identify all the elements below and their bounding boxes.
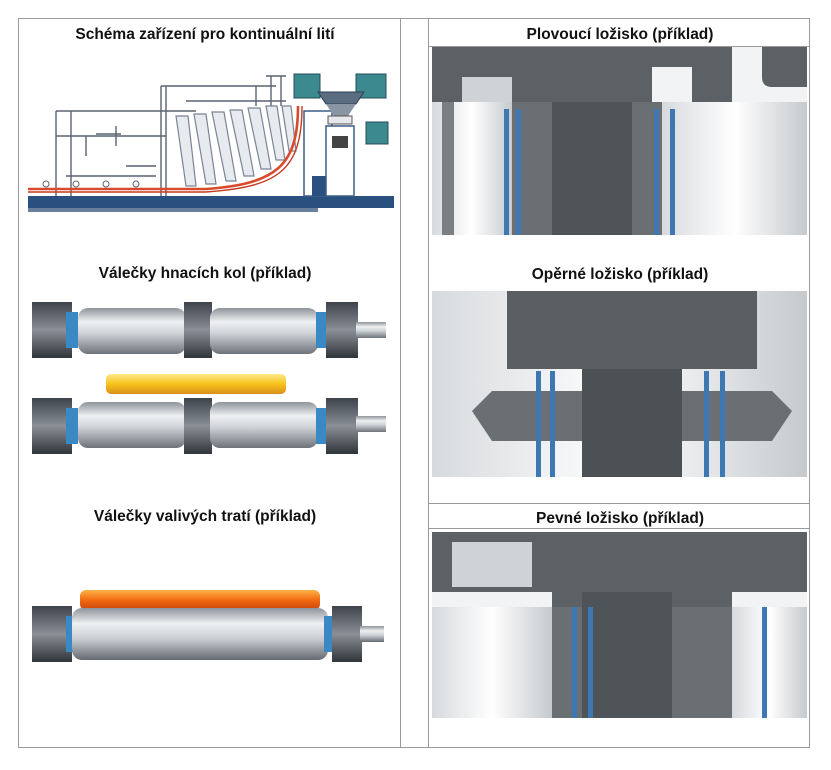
- run-rollers-title: Válečky valivých tratí (příklad): [93, 508, 317, 525]
- floating-bearing-image: [432, 47, 807, 235]
- row-divider: [428, 46, 810, 47]
- run-rollers-image: [26, 534, 396, 724]
- column-divider: [400, 18, 401, 748]
- drive-rollers-title: Válečky hnacích kol (příklad): [98, 265, 312, 282]
- support-bearing-title: Opěrné ložisko (příklad): [531, 266, 709, 283]
- casting-schematic-image: [26, 56, 396, 226]
- casting-schema-title: Schéma zařízení pro kontinuální lití: [75, 26, 335, 43]
- row-divider: [428, 503, 810, 504]
- row-divider: [428, 528, 810, 529]
- column-divider: [428, 18, 429, 748]
- floating-bearing-title: Plovoucí ložisko (příklad): [526, 26, 714, 43]
- drive-rollers-image: [26, 288, 396, 460]
- support-bearing-image: [432, 291, 807, 477]
- fixed-bearing-image: [432, 532, 807, 718]
- table-frame: [18, 18, 810, 748]
- fixed-bearing-title: Pevné ložisko (příklad): [536, 510, 704, 527]
